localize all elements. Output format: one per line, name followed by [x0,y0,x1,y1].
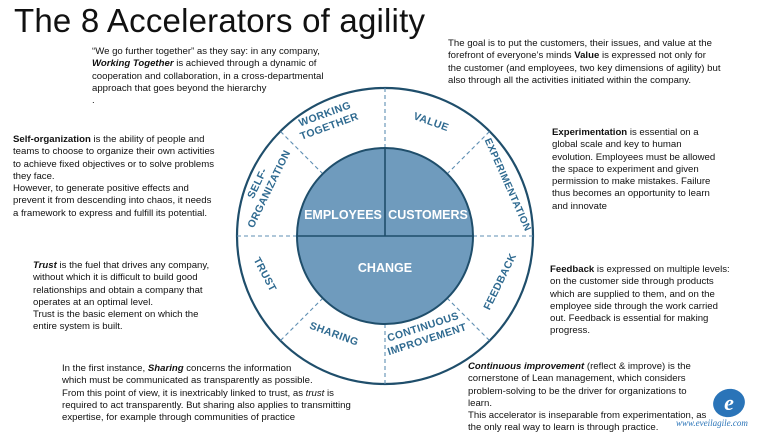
core-employees-label: EMPLOYEES [304,208,382,222]
sharing-keyword: Sharing [147,363,184,374]
self-organization-keyword: Self-organization [13,134,91,145]
feedback-keyword: Feedback [550,264,595,275]
page-title: The 8 Accelerators of agility [14,2,426,39]
working-together-description: “We go further together” as they say: in… [92,46,324,107]
value-keyword: Value [574,50,600,62]
divider-bottom-right [446,297,491,342]
divider-top-right [446,130,491,175]
logo-letter: e [724,390,734,415]
core-change-label: CHANGE [358,261,412,275]
trust-description: Trust is the fuel that drives any compan… [33,260,210,333]
continuous-improvement-keyword: Continuous improvement [468,361,585,372]
eveilagile-logo: e [713,388,745,418]
trust-keyword: Trust [33,260,57,271]
self-organization-description: Self-organization is the ability of peop… [13,134,215,219]
sharing-description: In the first instance, Sharing concerns … [62,363,351,424]
value-description: The goal is to put the customers, their … [448,38,721,86]
divider-top-left [279,130,324,175]
continuous-improvement-description: Continuous improvement (reflect & improv… [468,361,707,434]
feedback-description: Feedback is expressed on multiple levels… [550,264,730,337]
trust-inline-emphasis: trust [305,387,325,399]
working-together-keyword: Working Together [92,58,174,70]
experimentation-keyword: Experimentation [552,127,628,138]
segment-dividers [237,88,533,384]
divider-bottom-left [279,297,324,342]
core-customers-label: CUSTOMERS [388,208,468,222]
website-url[interactable]: www.eveilagile.com [676,418,748,428]
experimentation-description: Experimentation is essential on a global… [552,127,716,212]
